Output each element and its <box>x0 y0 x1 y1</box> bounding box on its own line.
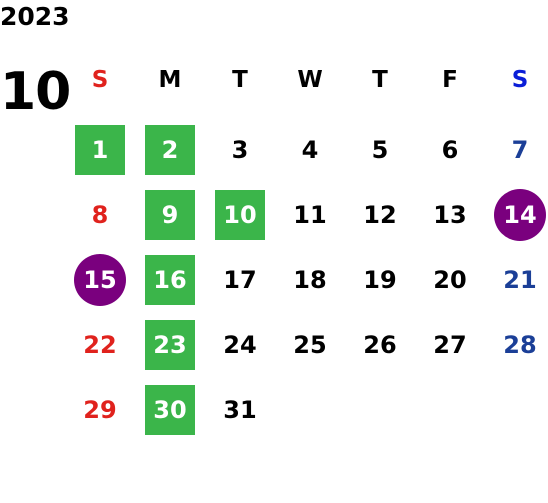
day-number: 22 <box>83 331 117 359</box>
day-cell[interactable]: 29 <box>65 385 135 435</box>
weekday-header-thu: T <box>345 55 415 105</box>
day-cell[interactable]: 22 <box>65 320 135 370</box>
day-number: 2 <box>161 136 179 164</box>
day-cell[interactable]: 13 <box>415 190 485 240</box>
holiday-marker <box>145 320 195 370</box>
day-number: 27 <box>433 331 467 359</box>
day-cell[interactable]: 6 <box>415 125 485 175</box>
day-cell[interactable]: 11 <box>275 190 345 240</box>
day-cell[interactable]: 20 <box>415 255 485 305</box>
day-number: 24 <box>223 331 257 359</box>
day-cell[interactable]: 19 <box>345 255 415 305</box>
day-number: 10 <box>223 201 257 229</box>
day-cell[interactable]: 16 <box>135 255 205 305</box>
weekday-label: S <box>511 66 529 93</box>
day-number: 26 <box>363 331 397 359</box>
holiday-marker <box>145 385 195 435</box>
day-cell[interactable]: 31 <box>205 385 275 435</box>
day-number: 18 <box>293 266 327 294</box>
day-cell[interactable]: 25 <box>275 320 345 370</box>
day-number: 4 <box>301 136 319 164</box>
day-cell[interactable]: 8 <box>65 190 135 240</box>
day-number: 20 <box>433 266 467 294</box>
holiday-marker <box>75 125 125 175</box>
day-number: 1 <box>91 136 109 164</box>
day-cell[interactable]: 7 <box>485 125 548 175</box>
day-cell[interactable]: 18 <box>275 255 345 305</box>
day-cell[interactable]: 30 <box>135 385 205 435</box>
day-cell[interactable]: 28 <box>485 320 548 370</box>
weekday-header-wed: W <box>275 55 345 105</box>
weekday-header-tue: T <box>205 55 275 105</box>
weekday-label: F <box>442 66 458 93</box>
day-cell[interactable]: 12 <box>345 190 415 240</box>
day-number: 28 <box>503 331 537 359</box>
day-number: 5 <box>371 136 389 164</box>
holiday-marker <box>145 190 195 240</box>
weekday-label: T <box>372 66 388 93</box>
day-number: 19 <box>363 266 397 294</box>
day-number: 31 <box>223 396 257 424</box>
day-cell[interactable]: 3 <box>205 125 275 175</box>
day-number: 7 <box>511 136 529 164</box>
day-number: 23 <box>153 331 187 359</box>
weekday-label: M <box>158 66 182 93</box>
day-cell[interactable]: 23 <box>135 320 205 370</box>
day-cell[interactable]: 10 <box>205 190 275 240</box>
weekday-header-mon: M <box>135 55 205 105</box>
holiday-marker <box>145 255 195 305</box>
month-number: 10 <box>0 62 71 122</box>
day-cell[interactable]: 15 <box>65 254 135 306</box>
day-cell[interactable]: 5 <box>345 125 415 175</box>
day-number: 11 <box>293 201 327 229</box>
day-number: 25 <box>293 331 327 359</box>
day-cell[interactable]: 26 <box>345 320 415 370</box>
day-cell[interactable]: 24 <box>205 320 275 370</box>
event-marker <box>74 254 126 306</box>
event-marker <box>494 189 546 241</box>
day-number: 13 <box>433 201 467 229</box>
weekday-header-sat: S <box>485 55 548 105</box>
day-cell[interactable]: 17 <box>205 255 275 305</box>
day-number: 9 <box>161 201 179 229</box>
day-cell[interactable]: 2 <box>135 125 205 175</box>
holiday-marker <box>215 190 265 240</box>
day-number: 30 <box>153 396 187 424</box>
day-number: 6 <box>441 136 459 164</box>
weekday-label: S <box>91 66 109 93</box>
day-cell[interactable]: 9 <box>135 190 205 240</box>
day-cell[interactable]: 4 <box>275 125 345 175</box>
day-number: 8 <box>91 201 109 229</box>
day-number: 14 <box>503 201 537 229</box>
weekday-header-fri: F <box>415 55 485 105</box>
weekday-label: W <box>297 66 323 93</box>
day-number: 12 <box>363 201 397 229</box>
day-cell[interactable]: 1 <box>65 125 135 175</box>
day-number: 15 <box>83 266 117 294</box>
day-number: 29 <box>83 396 117 424</box>
day-number: 16 <box>153 266 187 294</box>
weekday-label: T <box>232 66 248 93</box>
day-number: 17 <box>223 266 257 294</box>
day-cell[interactable]: 14 <box>485 189 548 241</box>
day-number: 21 <box>503 266 537 294</box>
weekday-header-sun: S <box>65 55 135 105</box>
day-cell[interactable]: 21 <box>485 255 548 305</box>
holiday-marker <box>145 125 195 175</box>
day-number: 3 <box>231 136 249 164</box>
day-cell[interactable]: 27 <box>415 320 485 370</box>
year-label: 2023 <box>0 2 70 31</box>
